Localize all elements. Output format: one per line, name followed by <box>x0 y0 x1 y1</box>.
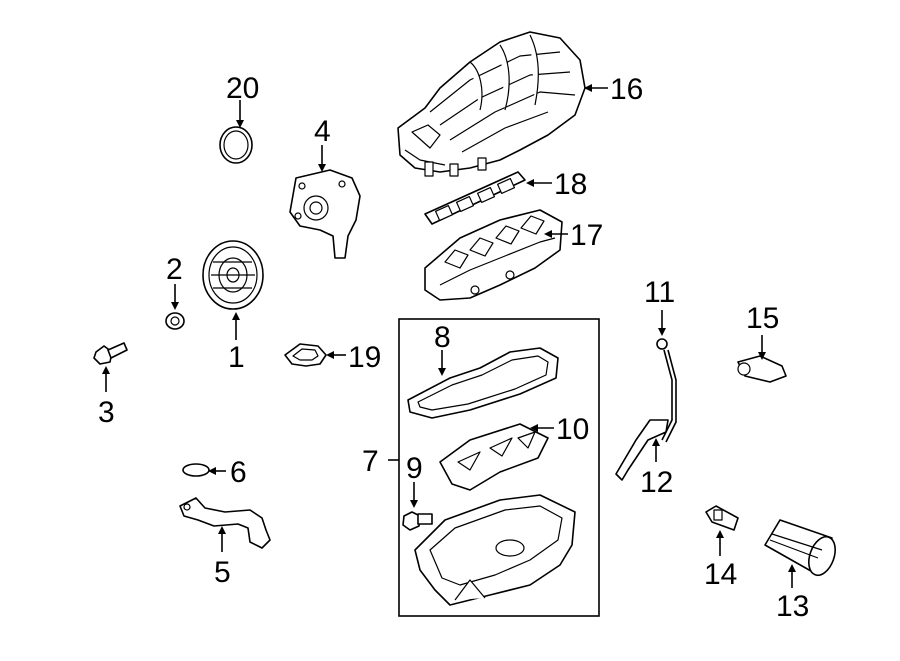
seal-gasket-part <box>284 343 327 367</box>
callout-5: 5 <box>214 556 231 589</box>
crank-bolt-part <box>93 342 128 365</box>
o-ring-part <box>219 126 253 164</box>
callout-8: 8 <box>434 321 451 354</box>
intake-gasket-part <box>424 171 526 225</box>
oil-filter-part <box>764 519 836 577</box>
dipstick-tube-part <box>615 419 669 481</box>
leader-lines <box>102 84 796 588</box>
pickup-o-ring-part <box>182 463 210 477</box>
oil-pump-part <box>289 169 361 259</box>
callout-19: 19 <box>348 341 381 374</box>
washer-part <box>165 312 185 330</box>
callout-18: 18 <box>554 168 587 201</box>
callout-9: 9 <box>406 452 423 485</box>
oil-pickup-part <box>179 497 271 549</box>
callout-11: 11 <box>644 276 675 309</box>
oil-pan-kit-box <box>398 318 600 617</box>
callout-10: 10 <box>556 413 589 446</box>
windage-tray-part <box>439 423 549 491</box>
callout-20: 20 <box>226 72 259 105</box>
callout-2: 2 <box>166 253 183 286</box>
callout-17: 17 <box>570 219 603 252</box>
callout-1: 1 <box>228 341 245 374</box>
callout-12: 12 <box>640 466 673 499</box>
callout-13: 13 <box>776 590 809 623</box>
lower-intake-part <box>424 209 563 301</box>
sensor-switch-part <box>705 505 739 531</box>
callout-16: 16 <box>610 73 643 106</box>
callout-3: 3 <box>98 396 115 429</box>
callout-7: 7 <box>362 445 379 478</box>
crank-pulley-part <box>202 240 264 310</box>
pan-bolt-part <box>402 511 433 531</box>
pan-gasket-part <box>407 347 559 419</box>
callout-6: 6 <box>230 456 247 489</box>
callout-15: 15 <box>746 302 779 335</box>
callout-4: 4 <box>314 115 331 148</box>
callout-14: 14 <box>704 558 737 591</box>
oil-pan-part <box>414 494 576 606</box>
intake-manifold-part <box>397 31 586 177</box>
